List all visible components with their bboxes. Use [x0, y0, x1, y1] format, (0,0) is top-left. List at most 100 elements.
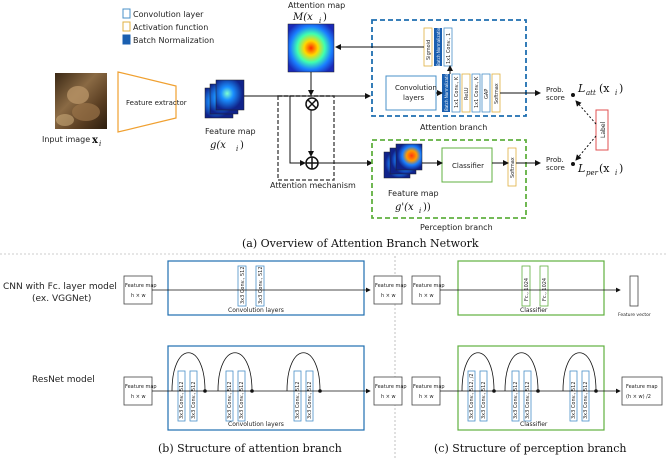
svg-text:Feature vector: Feature vector — [618, 312, 651, 318]
c-row1: Feature map h × w Fc., 1024 Fc., 1024 Cl… — [411, 260, 651, 318]
svg-text:Prob.: Prob. — [546, 86, 564, 94]
perception-classifier — [441, 147, 493, 183]
svg-text:3x3 Conv., 512: 3x3 Conv., 512 — [191, 381, 197, 419]
svg-text:h × w: h × w — [381, 394, 396, 400]
svg-text:1x1 Conv., K: 1x1 Conv., K — [454, 76, 460, 108]
conv-k-block-2 — [471, 73, 481, 113]
svg-text:Classifier: Classifier — [520, 421, 548, 428]
svg-text:i: i — [319, 17, 321, 25]
svg-text:3x3 Conv., 512, /2: 3x3 Conv., 512, /2 — [469, 373, 475, 419]
svg-text:): ) — [323, 12, 327, 23]
attention-mechanism-box — [277, 95, 335, 181]
svg-text:(h × w) /2: (h × w) /2 — [626, 394, 651, 400]
svg-text:)): )) — [423, 202, 431, 213]
svg-text:Feature map: Feature map — [626, 384, 658, 390]
perception-branch-box — [371, 139, 527, 219]
label-box — [595, 109, 609, 151]
feature-extractor-label: Feature extractor — [126, 99, 187, 107]
attention-mechanism-label: Attention mechanism — [270, 181, 356, 190]
svg-text:1x1 Conv., K: 1x1 Conv., K — [474, 76, 480, 108]
feature-map-label: Feature map — [205, 127, 256, 136]
svg-text:): ) — [619, 82, 623, 95]
svg-text:h × w: h × w — [131, 293, 146, 299]
svg-text:i: i — [419, 207, 421, 215]
svg-text:Feature map: Feature map — [413, 283, 445, 289]
attention-conv-label-1: Convolution — [395, 84, 437, 92]
svg-text:h × w: h × w — [131, 394, 146, 400]
conv-k-block-1 — [451, 73, 461, 113]
svg-text:score: score — [546, 94, 565, 102]
svg-text:3x3 Conv., 512: 3x3 Conv., 512 — [240, 266, 246, 304]
m-x-label: M(x — [292, 12, 313, 23]
l-att-label: L — [577, 82, 585, 95]
perception-feature-map-stack — [383, 143, 423, 179]
svg-text:layers: layers — [403, 94, 425, 102]
caption-a: (a) Overview of Attention Branch Network — [242, 237, 479, 250]
svg-text:i: i — [236, 145, 238, 153]
svg-text:3x3 Conv., 512: 3x3 Conv., 512 — [295, 381, 301, 419]
svg-text:3x3 Conv., 512: 3x3 Conv., 512 — [481, 381, 487, 419]
svg-text:Softmax: Softmax — [510, 157, 516, 178]
svg-text:Convolution layers: Convolution layers — [228, 307, 284, 314]
svg-text:ReLU: ReLU — [464, 87, 470, 100]
attention-branch-box — [371, 19, 527, 117]
svg-text:score: score — [546, 164, 565, 172]
perception-feature-map-label: Feature map — [388, 189, 439, 198]
input-image — [55, 73, 107, 129]
svg-text:per: per — [586, 169, 599, 177]
svg-text:): ) — [240, 140, 244, 151]
svg-text:Feature map: Feature map — [125, 384, 157, 390]
legend-conv: Convolution layer — [133, 10, 204, 19]
svg-text:(x: (x — [599, 162, 610, 175]
svg-text:(x: (x — [599, 82, 610, 95]
svg-text:3x3 Conv., 512: 3x3 Conv., 512 — [179, 381, 185, 419]
input-label: Input image — [42, 135, 90, 144]
svg-text:Feature map: Feature map — [375, 384, 407, 390]
b-row2: Feature map h × w 3x3 Conv., 512 3x3 Con… — [123, 345, 407, 431]
legend: Convolution layer Activation function Ba… — [122, 8, 214, 45]
relu-block — [461, 73, 471, 113]
svg-text:3x3 Conv., 512: 3x3 Conv., 512 — [583, 381, 589, 419]
input-sub: i — [99, 140, 101, 148]
svg-text:Fc., 1024: Fc., 1024 — [524, 278, 530, 301]
svg-text:GAP: GAP — [484, 89, 490, 99]
bn-block-2 — [434, 28, 442, 66]
svg-text:3x3 Conv., 512: 3x3 Conv., 512 — [571, 381, 577, 419]
svg-text:3x3 Conv., 512: 3x3 Conv., 512 — [513, 381, 519, 419]
gap-block — [481, 73, 491, 113]
svg-text:Prob.: Prob. — [546, 156, 564, 164]
svg-text:g'(x: g'(x — [395, 202, 414, 213]
attention-branch-label: Attention branch — [420, 123, 487, 132]
svg-text:h × w: h × w — [381, 293, 396, 299]
svg-text:h × w: h × w — [419, 394, 434, 400]
svg-text:): ) — [619, 162, 623, 175]
svg-text:Label: Label — [600, 121, 607, 138]
perception-branch-label: Perception branch — [420, 223, 493, 232]
svg-text:Softmax: Softmax — [494, 83, 500, 104]
feature-extractor — [117, 71, 177, 133]
row1-label: CNN with Fc. layer model — [3, 282, 117, 292]
svg-text:1x1 Conv., 1: 1x1 Conv., 1 — [446, 33, 452, 64]
l-per-label: L — [577, 162, 585, 175]
svg-text:Convolution layers: Convolution layers — [228, 421, 284, 428]
svg-text:Sigmoid: Sigmoid — [426, 40, 432, 60]
caption-b: (b) Structure of attention branch — [158, 442, 342, 455]
svg-text:Classifier: Classifier — [520, 307, 548, 314]
g-x-label: g(x — [210, 140, 226, 151]
bn-block-1 — [442, 74, 450, 112]
svg-text:3x3 Conv., 512: 3x3 Conv., 512 — [227, 381, 233, 419]
c-row2: Feature map h × w 3x3 Conv., 512, /2 3x3… — [411, 345, 663, 431]
input-var: x — [92, 135, 99, 146]
svg-text:Classifier: Classifier — [452, 162, 484, 170]
legend-act: Activation function — [133, 23, 208, 32]
svg-text:Fc., 1024: Fc., 1024 — [542, 278, 548, 301]
row1-label-2: (ex. VGGNet) — [32, 294, 91, 304]
attention-map-image — [287, 23, 335, 73]
legend-bn: Batch Normalization — [133, 36, 214, 45]
svg-text:Feature map: Feature map — [375, 283, 407, 289]
feature-map-stack — [204, 79, 245, 119]
svg-text:i: i — [615, 169, 617, 177]
b-row1: Feature map h × w 3x3 Conv., 512 3x3 Con… — [123, 260, 407, 316]
svg-text:Feature map: Feature map — [125, 283, 157, 289]
svg-text:3x3 Conv., 512: 3x3 Conv., 512 — [258, 266, 264, 304]
